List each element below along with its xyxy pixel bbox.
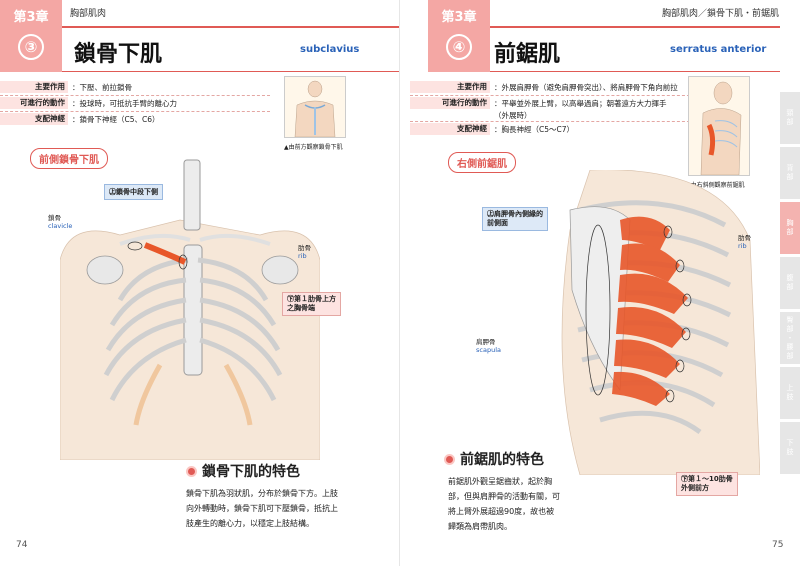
feature-line: 歸類為肩帶肌肉。 xyxy=(448,522,512,531)
thumbnail-caption: ▲由右斜側觀察前鋸肌 xyxy=(686,182,745,189)
view-label: 前側鎖骨下肌 xyxy=(30,148,108,169)
rib-text: 肋骨 xyxy=(298,244,311,252)
page-number: 75 xyxy=(772,540,784,550)
right-page: 第3章 ④ 胸部肌肉／鎖骨下肌・前鋸肌 前鋸肌 serratus anterio… xyxy=(400,0,800,566)
clavicle-text: 鎖骨 xyxy=(48,214,61,222)
origin-label: ㊤肩胛骨內側緣的 前側面 xyxy=(482,207,548,231)
rib-latin: rib xyxy=(298,252,307,260)
index-tab-lower-limb[interactable]: 下肢 xyxy=(780,422,800,474)
info-row-action: 主要作用 ：下壓、前拉鎖骨 xyxy=(0,80,132,94)
feature-line: 部，但與肩胛骨的活動有關，可 xyxy=(448,492,560,501)
thumbnail-caption: ▲由前方觀察鎖骨下肌 xyxy=(284,144,343,151)
feature-line: 肢產生的離心力，以穩定上肢結構。 xyxy=(186,519,314,528)
chapter-tab: 第3章 ④ xyxy=(428,0,490,72)
info-value: ：胸長神經（C5～C7） xyxy=(494,124,575,134)
chapter-number: ④ xyxy=(446,34,472,60)
divider xyxy=(0,111,270,112)
scapula-text: 肩胛骨 xyxy=(476,338,496,346)
page-title: 前鋸肌 xyxy=(494,42,561,67)
info-key: 支配神經 xyxy=(0,113,68,125)
feature-body: 鎖骨下肌為羽狀肌，分布於鎖骨下方。上肢 向外轉動時，鎖骨下肌可下壓鎖骨，抵抗上 … xyxy=(186,486,338,531)
info-row-movement-cont: （外展時） xyxy=(410,108,532,122)
feature-line: 前鋸肌外觀呈鋸齒狀，起於胸 xyxy=(448,477,552,486)
insertion-line-2: 之胸骨端 xyxy=(287,304,315,312)
body-thumbnail-icon xyxy=(294,80,336,138)
body-thumbnail-icon xyxy=(700,81,742,176)
feature-body: 前鋸肌外觀呈鋸齒狀，起於胸 部，但與肩胛骨的活動有關，可 將上臂外展超過90度，… xyxy=(448,474,560,534)
info-key: 主要作用 xyxy=(0,81,68,93)
scapula-latin: scapula xyxy=(476,346,501,354)
subclavius-muscle xyxy=(143,242,187,265)
index-tab-chest[interactable]: 胸部 xyxy=(780,202,800,254)
section-label: 胸部肌肉 xyxy=(70,9,107,19)
info-row-action: 主要作用 ：外展肩胛骨（避免肩胛骨突出）、將肩胛骨下角向前拉 xyxy=(410,80,678,94)
chapter-number: ③ xyxy=(18,34,44,60)
feature-title: 鎖骨下肌的特色 xyxy=(202,464,300,480)
feature-line: 鎖骨下肌為羽狀肌，分布於鎖骨下方。上肢 xyxy=(186,489,338,498)
info-key: 支配神經 xyxy=(410,123,490,135)
left-page: 第3章 ③ 胸部肌肉 鎖骨下肌 subclavius 主要作用 ：下壓、前拉鎖骨… xyxy=(0,0,400,550)
bullet-icon xyxy=(186,465,197,477)
origin-line-2: 前側面 xyxy=(487,219,508,227)
index-tab-hip[interactable]: 臀部・腰部 xyxy=(780,312,800,364)
thumbnail-figure xyxy=(284,76,346,138)
rib-label: 肋骨 rib xyxy=(298,244,311,260)
index-tab-neck[interactable]: 頸部 xyxy=(780,92,800,144)
index-tab-upper-limb[interactable]: 上肢 xyxy=(780,367,800,419)
view-label: 右側前鋸肌 xyxy=(448,152,516,173)
feature-heading: 前鋸肌的特色 xyxy=(444,449,544,469)
feature-line: 向外轉動時，鎖骨下肌可下壓鎖骨，抵抗上 xyxy=(186,504,338,513)
feature-title: 前鋸肌的特色 xyxy=(460,452,544,468)
thumbnail-figure xyxy=(688,76,750,176)
insertion-line-2: 外側前方 xyxy=(681,484,709,492)
title-bar: 鎖骨下肌 subclavius xyxy=(62,26,400,72)
section-label: 胸部肌肉／鎖骨下肌・前鋸肌 xyxy=(662,9,780,19)
insertion-line-1: ㊦第１～10肋骨 xyxy=(681,475,733,483)
anatomy-illustration xyxy=(60,159,320,460)
info-row-nerve: 支配神經 ：胸長神經（C5～C7） xyxy=(410,122,574,136)
chapter-label: 第3章 xyxy=(13,10,49,25)
info-value: ：外展肩胛骨（避免肩胛骨突出）、將肩胛骨下角向前拉 xyxy=(494,82,678,92)
rib-text: 肋骨 xyxy=(738,234,751,242)
rib-label: 肋骨 rib xyxy=(738,234,751,250)
latin-title: subclavius xyxy=(300,44,360,55)
scapula-label: 肩胛骨 scapula xyxy=(476,338,501,354)
anatomy-illustration xyxy=(561,170,760,475)
index-tab-back[interactable]: 背部 xyxy=(780,147,800,199)
feature-heading: 鎖骨下肌的特色 xyxy=(186,461,300,481)
info-value: ：平舉並外展上臂，以高舉過肩；朝著遠方大力揮手 xyxy=(494,98,667,108)
page-title: 鎖骨下肌 xyxy=(74,42,163,67)
rib-latin: rib xyxy=(738,242,747,250)
chapter-label: 第3章 xyxy=(441,10,477,25)
info-key: 可進行的動作 xyxy=(0,97,68,109)
origin-label: ㊤鎖骨中段下側 xyxy=(104,184,163,200)
info-row-nerve: 支配神經 ：鎖骨下神經（C5、C6） xyxy=(0,112,160,126)
info-value: ：鎖骨下神經（C5、C6） xyxy=(72,114,160,124)
origin-line-1: ㊤肩胛骨內側緣的 xyxy=(487,210,543,218)
info-value: ：下壓、前拉鎖骨 xyxy=(72,82,132,92)
info-key: 可進行的動作 xyxy=(410,97,490,109)
clavicle-latin: clavicle xyxy=(48,222,73,230)
index-tab-abdomen[interactable]: 腹部 xyxy=(780,257,800,309)
info-value: ：投球時，可抵抗手臂的離心力 xyxy=(72,98,177,108)
feature-line: 將上臂外展超過90度，故也被 xyxy=(448,507,555,516)
divider xyxy=(410,121,695,122)
divider xyxy=(410,95,695,96)
serratus-anterior-muscle xyxy=(612,216,688,406)
info-value: （外展時） xyxy=(494,110,532,120)
insertion-label: ㊦第１～10肋骨 外側前方 xyxy=(676,472,738,496)
chapter-index-tabs: 頸部 背部 胸部 腹部 臀部・腰部 上肢 下肢 xyxy=(780,92,800,477)
page-number: 74 xyxy=(16,540,28,550)
chapter-tab: 第3章 ③ xyxy=(0,0,62,72)
info-key: 主要作用 xyxy=(410,81,490,93)
info-row-movement: 可進行的動作 ：平舉並外展上臂，以高舉過肩；朝著遠方大力揮手 xyxy=(410,96,667,110)
divider xyxy=(0,95,270,96)
bullet-icon xyxy=(444,453,455,465)
insertion-label: ㊦第１肋骨上方 之胸骨端 xyxy=(282,292,341,316)
latin-title: serratus anterior xyxy=(670,44,767,55)
clavicle-label: 鎖骨 clavicle xyxy=(48,214,72,230)
insertion-line-1: ㊦第１肋骨上方 xyxy=(287,295,336,303)
info-row-movement: 可進行的動作 ：投球時，可抵抗手臂的離心力 xyxy=(0,96,177,110)
title-bar: 前鋸肌 serratus anterior xyxy=(490,26,780,72)
